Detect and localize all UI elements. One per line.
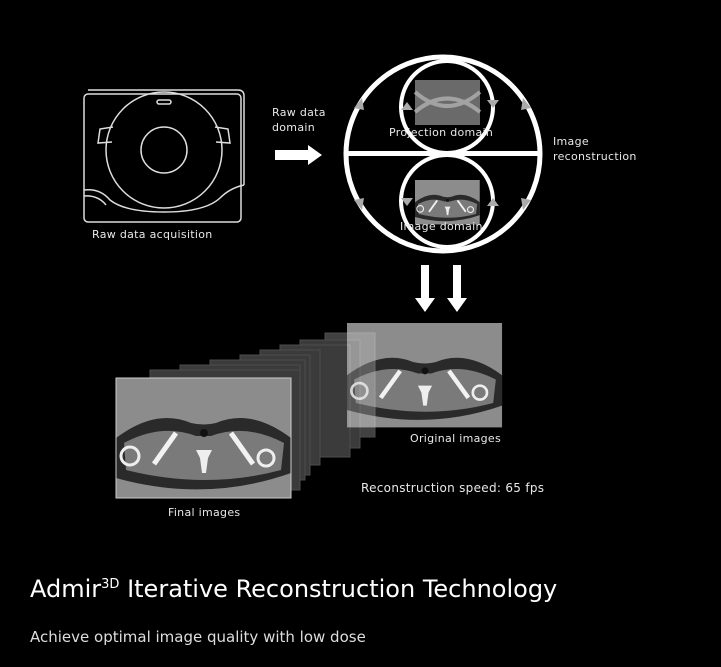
speed-label: Reconstruction speed: 65 fps	[361, 481, 545, 495]
right-arrow-icon	[275, 145, 322, 165]
original-images-label: Original images	[410, 432, 502, 445]
title-rest: Iterative Reconstruction Technology	[119, 575, 558, 603]
reconstruction-label-1: Image	[553, 135, 589, 148]
projection-domain-label: Projection domain	[389, 126, 494, 139]
page-subtitle: Achieve optimal image quality with low d…	[30, 628, 366, 646]
ct-scanner-icon	[83, 89, 245, 223]
acquisition-label: Raw data acquisition	[92, 228, 213, 241]
down-arrows-icon	[415, 265, 467, 312]
image-stack	[116, 323, 502, 498]
raw-domain-label-2: domain	[272, 121, 315, 134]
page-title: Admir3D Iterative Reconstruction Technol…	[30, 575, 557, 603]
image-domain-label: Image domain	[400, 220, 483, 233]
title-main: Admir	[30, 575, 102, 603]
raw-domain-label-1: Raw data	[272, 106, 326, 119]
final-images-label: Final images	[168, 506, 241, 519]
reconstruction-loop	[343, 54, 543, 254]
reconstruction-label-2: reconstruction	[553, 150, 637, 163]
title-superscript: 3D	[101, 577, 120, 592]
